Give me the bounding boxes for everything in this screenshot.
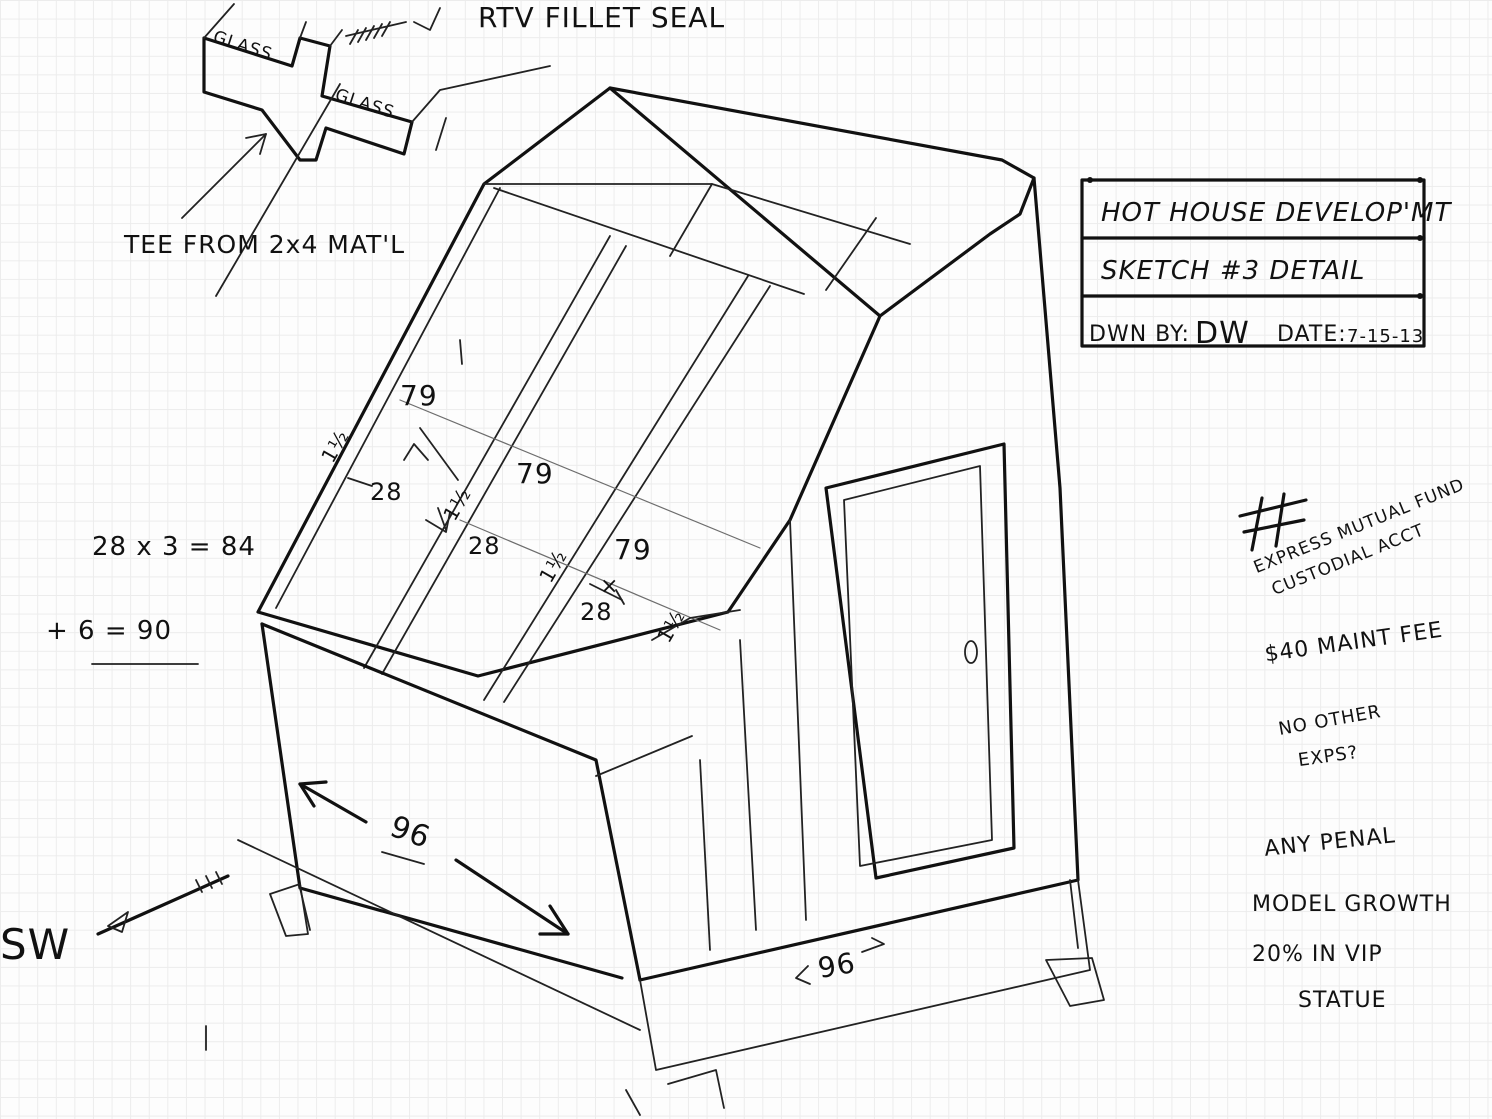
note-line-7: MODEL GROWTH: [1252, 892, 1452, 917]
tee-from-label: TEE FROM 2x4 MAT'L: [124, 230, 406, 259]
door-frame: [824, 442, 1016, 880]
dim-roof-length-mid: 79: [516, 457, 554, 490]
dim-times-sign: ×: [600, 574, 620, 599]
rtv-fillet-seal-label: RTV FILLET SEAL: [478, 1, 726, 34]
date-value: 7-15-13: [1347, 326, 1425, 347]
dim-roof-length-low: 79: [614, 533, 652, 566]
notes-hash-icon: [1238, 492, 1308, 552]
door-knob: [964, 640, 978, 664]
greenhouse-body: [237, 86, 1105, 1116]
note-line-8: 20% IN VIP: [1252, 942, 1383, 967]
dim-panel-width-3: 28: [580, 598, 613, 626]
dim-panel-width-2: 28: [468, 532, 501, 560]
calc-line-2: + 6 = 90: [46, 616, 172, 646]
note-line-9: STATUE: [1298, 988, 1387, 1013]
drawn-by-label: DWN BY:: [1089, 322, 1190, 347]
dim-side-length: 96: [815, 945, 859, 986]
stray-mark: [459, 339, 463, 365]
title-block-title: HOT HOUSE DEVELOP'MT: [1101, 198, 1452, 228]
dimension-arrows: [91, 427, 885, 985]
date-label: DATE:: [1277, 322, 1347, 347]
dim-roof-length-top: 79: [400, 379, 438, 412]
calc-line-1: 28 x 3 = 84: [92, 532, 256, 562]
title-block: HOT HOUSE DEVELOP'MT SKETCH #3 DETAIL DW…: [1079, 178, 1450, 356]
dim-panel-width-1: 28: [370, 478, 403, 506]
title-block-subtitle: SKETCH #3 DETAIL: [1101, 256, 1366, 286]
compass-label: SW: [0, 920, 71, 969]
compass-arrow: [96, 871, 230, 936]
drawn-by-value: DW: [1195, 316, 1250, 351]
door-panel: [843, 465, 993, 867]
tee-detail-callout: [181, 3, 551, 297]
title-block-frame: [1080, 177, 1426, 348]
